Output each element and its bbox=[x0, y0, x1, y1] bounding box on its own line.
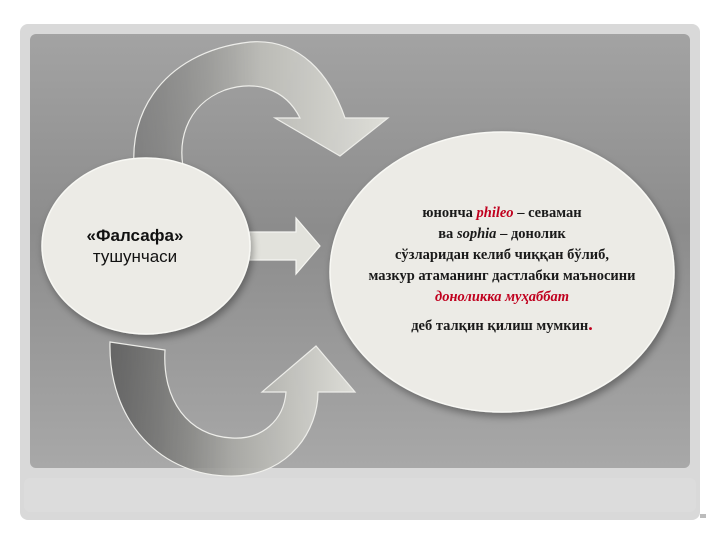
left-ellipse bbox=[41, 157, 251, 335]
top-curved-arrow bbox=[133, 41, 390, 191]
slide-corner-mark bbox=[700, 514, 706, 518]
line6-text: деб талқин қилиш мумкин bbox=[411, 318, 589, 334]
line2-post: – донолик bbox=[496, 226, 566, 242]
slide-bottom-bar bbox=[24, 478, 696, 512]
falsafa-title: «Фалсафа» bbox=[86, 226, 184, 245]
definition-line-5: доноликка муҳаббат bbox=[435, 289, 569, 305]
line1-post: – севаман bbox=[513, 205, 582, 221]
definition-line-3: сўзларидан келиб чиққан бўлиб, bbox=[394, 247, 609, 263]
definition-line-4: мазкур атаманинг дастлабки маъносини bbox=[368, 268, 636, 284]
right-ellipse-text: юнонча phileo – севаман ва sophia – доно… bbox=[322, 203, 682, 337]
definition-line-6: деб талқин қилиш мумкин. bbox=[322, 314, 682, 337]
right-ellipse bbox=[329, 131, 675, 413]
line2-pre: ва bbox=[438, 226, 457, 242]
left-ellipse-label: «Фалсафа» тушунчаси bbox=[40, 225, 230, 267]
word-sophia: sophia bbox=[456, 226, 497, 242]
final-dot: . bbox=[588, 314, 593, 334]
definition-line-1: юнонча phileo – севаман bbox=[322, 203, 682, 224]
bottom-curved-arrow bbox=[109, 341, 357, 477]
line1-pre: юнонча bbox=[422, 205, 477, 221]
word-phileo: phileo bbox=[476, 205, 514, 221]
falsafa-subtitle: тушунчаси bbox=[92, 247, 178, 266]
definition-line-2: ва sophia – донолик bbox=[322, 224, 682, 245]
